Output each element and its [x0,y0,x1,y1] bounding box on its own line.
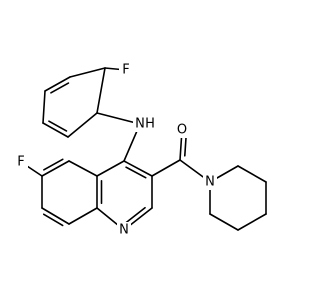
bond-0 [96,67,106,114]
atom-f-left-label: F [17,155,24,170]
bond-15-double [124,206,146,224]
bond-5 [44,76,71,92]
atom-f-top: F [119,62,133,78]
molecule-diagram: F N H O F N N [14,62,267,238]
bond-26 [68,207,98,225]
atom-nh-h-label: H [145,117,155,132]
bond-25-double [42,213,64,227]
bond-1 [67,112,98,138]
bond-21 [41,160,70,177]
bond-2 [42,122,69,138]
bond-35 [237,213,267,231]
bond-11 [123,160,153,177]
bond-6-double [50,82,70,94]
bond-24 [41,207,70,225]
bond-22-double [43,158,64,171]
bond-36 [209,213,239,231]
bond-9 [96,112,141,125]
atom-n-quinoline: N [117,222,131,238]
bond-30-double [183,133,187,157]
atom-o-label: O [177,123,187,138]
atom-nh: N H [133,116,155,132]
atom-nh-n-label: N [135,117,145,132]
bond-12-double [125,166,147,179]
bond-7 [69,67,106,78]
bond-28 [151,159,181,177]
bond-layer [20,67,267,231]
atom-label-layer: F N H O F N N [14,62,217,238]
bond-20 [68,160,98,177]
bond-33 [237,165,267,183]
atom-f-left: F [14,154,28,170]
bond-3-double [48,120,68,132]
atom-o: O [175,122,189,138]
atom-f-top-label: F [122,63,129,78]
bond-19 [96,160,125,177]
atom-n-piperidine: N [203,174,217,190]
atom-n-piperidine-label: N [205,175,215,190]
atom-n-quinoline-label: N [119,223,129,238]
bond-4 [42,90,46,124]
